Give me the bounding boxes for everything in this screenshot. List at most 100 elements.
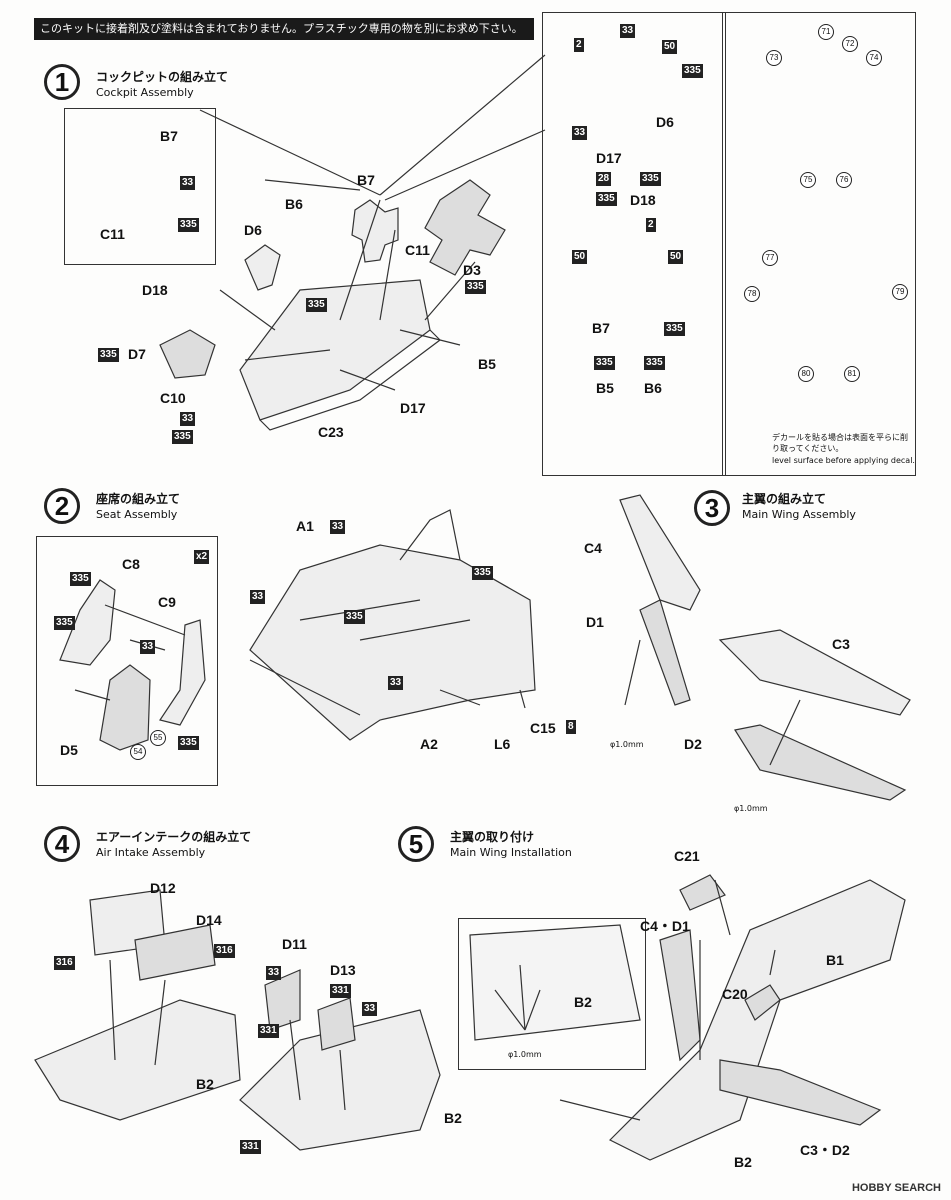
part-b1: B1 [826,952,844,968]
code-316-right: 316 [214,944,235,958]
part-d3: D3 [463,262,481,278]
decal-panel-standard [542,12,726,476]
code-335: 335 [178,218,199,232]
part-b7: B7 [357,172,375,188]
part-b7-inset: B7 [160,128,178,144]
code-33-a1: 33 [330,520,346,534]
decal-panel-alternate [722,12,916,476]
code-335-b5: 335 [594,356,615,370]
code-50-b7-right: 50 [668,250,684,264]
part-d12: D12 [150,880,176,896]
code-33-d11: 33 [266,966,282,980]
decal-note-jp: デカールを貼る場合は表面を平らに削り取ってください。 [772,433,908,453]
code-335-b7: 335 [664,322,685,336]
code-33-d6: 33 [620,24,636,38]
part-d5: D5 [60,742,78,758]
code-335-d17: 335 [596,192,617,206]
code-335-fuselage: 335 [472,566,493,580]
step-2-seat-box [36,536,218,786]
code-335-c8-left: 335 [54,616,75,630]
step-2-title-en: Seat Assembly [96,508,178,521]
code-316-left: 316 [54,956,75,970]
code-335-tub: 335 [306,298,327,312]
code-28: 28 [596,172,612,186]
part-c8: C8 [122,556,140,572]
code-2-b7: 2 [646,218,656,232]
decal-72: 72 [842,36,858,52]
code-50: 50 [662,40,678,54]
code-33-d13: 33 [362,1002,378,1016]
code-335-d18: 335 [640,172,661,186]
code-335-canopy: 335 [344,610,365,624]
step-5-number: 5 [398,826,434,862]
code-335-c10: 335 [172,430,193,444]
part-b6: B6 [285,196,303,212]
decal-76: 76 [836,172,852,188]
part-d1: D1 [586,614,604,630]
part-d18-decal: D18 [630,192,656,208]
part-d11: D11 [282,936,307,952]
part-d6-decal: D6 [656,114,674,130]
decal-54: 54 [130,744,146,760]
cockpit-tub-shape [239,279,431,421]
code-335-d3: 335 [465,280,486,294]
code-331-d11: 331 [258,1024,279,1038]
part-d18: D18 [142,282,168,298]
code-33-seat: 33 [140,640,156,654]
step-3-title-en: Main Wing Assembly [742,508,856,521]
part-c10: C10 [160,390,186,406]
part-b2-step5: B2 [734,1154,752,1170]
step-2-title-jp: 座席の組み立て [96,492,181,506]
notice-banner: このキットに接着剤及び塗料は含まれておりません。プラスチック専用の物を別にお求め… [34,18,534,40]
step-5-title-en: Main Wing Installation [450,846,572,859]
part-a2: A2 [420,736,438,752]
code-50-b7-left: 50 [572,250,588,264]
part-b2-step4b: B2 [444,1110,462,1126]
code-335-d7: 335 [98,348,119,362]
code-331-fuselage: 331 [240,1140,261,1154]
part-b2-inset: B2 [574,994,592,1010]
drill-size-d1: φ1.0mm [610,740,644,749]
code-33-d17: 33 [572,126,588,140]
step-5-inset-box [458,918,646,1070]
part-l6: L6 [494,736,511,752]
code-335-c8: 335 [70,572,91,586]
code-335-b6: 335 [644,356,665,370]
part-b6-decal: B6 [644,380,662,396]
decal-55: 55 [150,730,166,746]
part-c15: C15 [530,720,556,736]
code-8: 8 [566,720,576,734]
decal-81: 81 [844,366,860,382]
part-d7: D7 [128,346,146,362]
step-2-number: 2 [44,488,80,524]
code-33-fuselage: 33 [388,676,404,690]
part-c3: C3 [832,636,850,652]
part-d13: D13 [330,962,356,978]
code-331-d13: 331 [330,984,351,998]
step-1-number: 1 [44,64,80,100]
part-c11-inset: C11 [100,226,125,242]
part-d6: D6 [244,222,262,238]
part-b5-decal: B5 [596,380,614,396]
part-d14: D14 [196,912,222,928]
code-335-d6: 335 [682,64,703,78]
decal-note-en: level surface before applying decal. [772,456,915,465]
decal-74: 74 [866,50,882,66]
decal-73: 73 [766,50,782,66]
step-4-number: 4 [44,826,80,862]
step-4-title-jp: エアーインテークの組み立て [96,830,252,844]
decal-75: 75 [800,172,816,188]
part-c23: C23 [318,424,344,440]
part-d2: D2 [684,736,702,752]
multiplier-x2: x2 [194,550,210,564]
step-1-inset-box [64,108,216,265]
part-c4-d1: C4・D1 [640,918,690,934]
step-3-number: 3 [694,490,730,526]
step-1-title-jp: コックピットの組み立て [96,70,229,84]
decal-80: 80 [798,366,814,382]
watermark-credit: HOBBY SEARCH [851,1182,941,1194]
step-1-title-en: Cockpit Assembly [96,86,194,99]
drill-size-d2: φ1.0mm [734,804,768,813]
part-d17-decal: D17 [596,150,622,166]
step-5-title-jp: 主翼の取り付け [450,830,535,844]
